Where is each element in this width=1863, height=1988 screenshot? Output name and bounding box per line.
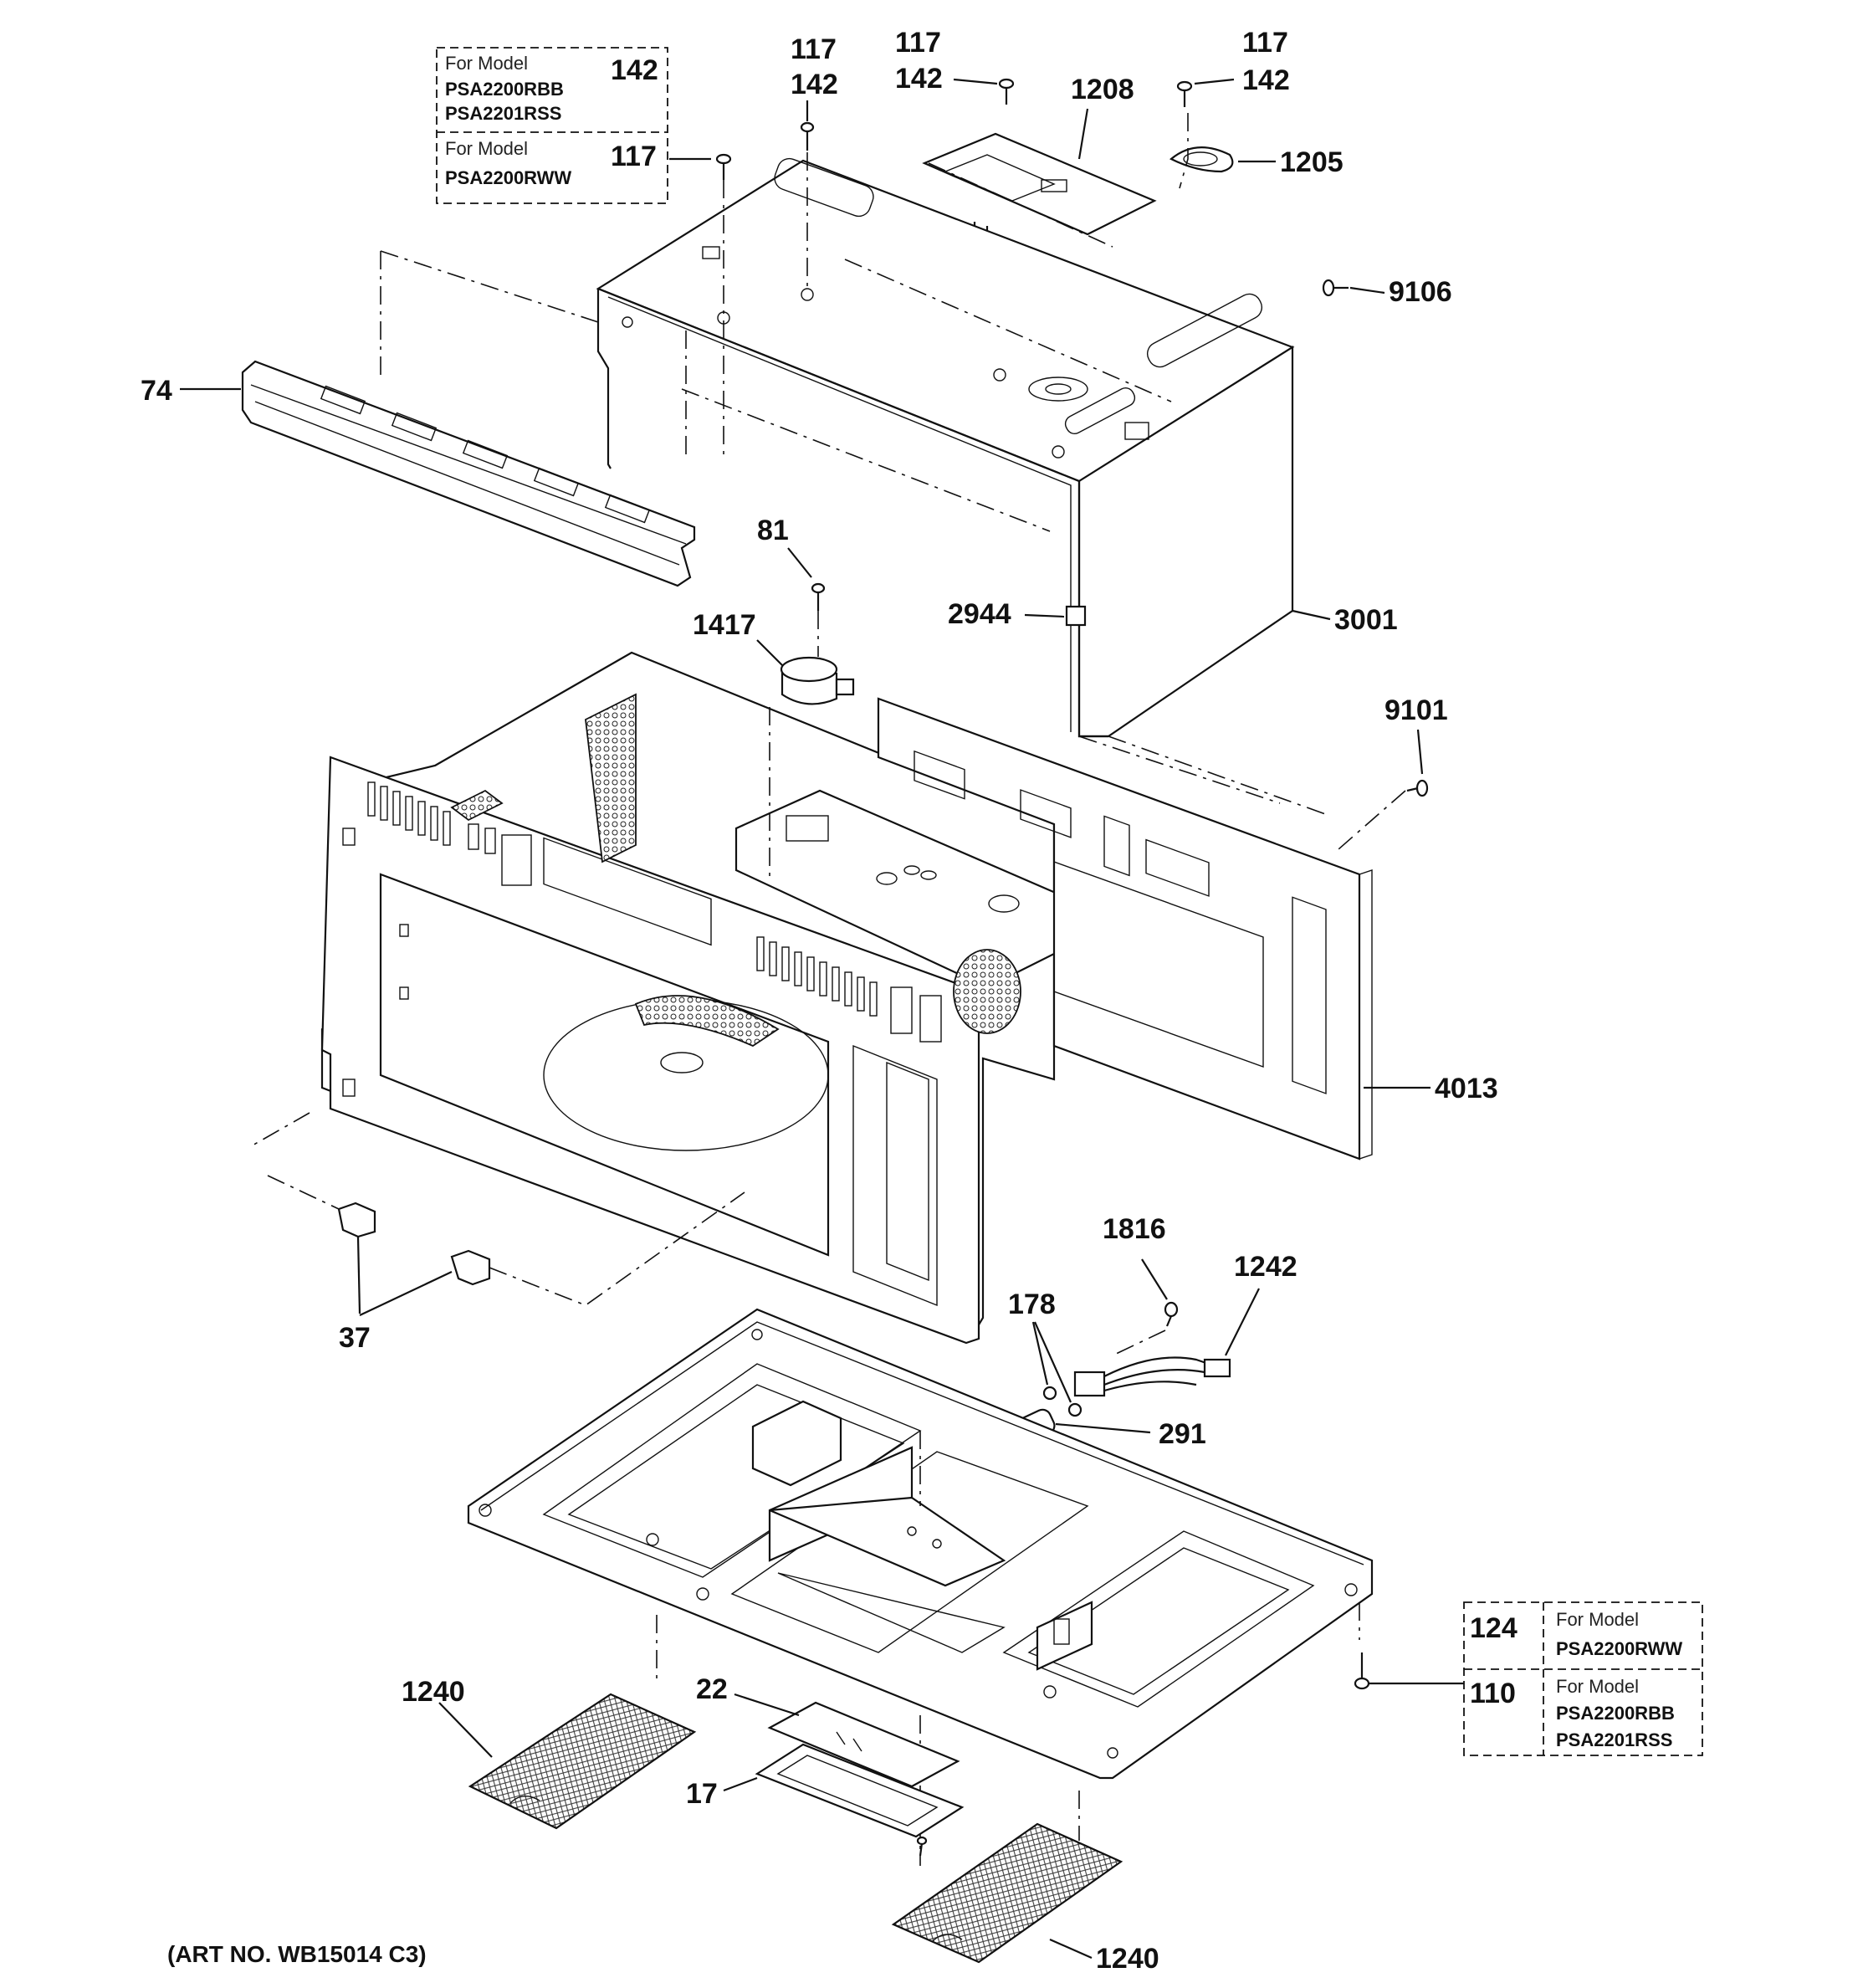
- screw-9106: [1322, 279, 1385, 297]
- screw-1816: [1112, 1258, 1179, 1356]
- callout-1417: 1417: [693, 609, 756, 641]
- model-box-bottom-row2-label: For Model: [1556, 1676, 1639, 1697]
- outer-case-3001: [596, 157, 1331, 738]
- light-lens-22: [734, 1693, 960, 1788]
- callout-1240-a: 1240: [402, 1676, 465, 1708]
- callout-117-a: 117: [791, 33, 837, 65]
- model-box-top: For Model 142 PSA2200RBB PSA2201RSS For …: [436, 47, 711, 204]
- screw-117-142-center: [800, 100, 815, 151]
- model-box-top-row1-model-2: PSA2201RSS: [445, 103, 561, 124]
- grease-filter-1240-left: [438, 1693, 697, 1830]
- callout-4013: 4013: [1435, 1073, 1498, 1104]
- model-box-bottom: 124 For Model PSA2200RWW 110 For Model P…: [1463, 1601, 1703, 1756]
- callout-1205: 1205: [1280, 146, 1344, 178]
- callout-22: 22: [696, 1673, 728, 1705]
- art-number: (ART NO. WB15014 C3): [167, 1941, 427, 1967]
- callout-3001: 3001: [1334, 604, 1398, 636]
- lens-frame-17: [723, 1743, 965, 1857]
- fan-motor-1417: [756, 639, 855, 705]
- screw-117-142-mid-right: [953, 78, 1015, 105]
- screw-110-124: [1354, 1652, 1464, 1690]
- screw-9101: [1338, 729, 1429, 850]
- callout-142-a: 142: [791, 69, 838, 100]
- model-box-bottom-row1-part: 124: [1470, 1612, 1518, 1644]
- bottom-plate: [467, 1308, 1374, 1780]
- screw-81: [787, 547, 826, 657]
- callout-81: 81: [757, 515, 789, 546]
- model-box-bottom-row1-label: For Model: [1556, 1609, 1639, 1630]
- screw-117-142-left: [715, 153, 732, 180]
- model-box-bottom-row2-model-2: PSA2201RSS: [1556, 1729, 1672, 1750]
- callout-1240-b: 1240: [1096, 1943, 1159, 1975]
- callout-74: 74: [141, 375, 172, 407]
- model-box-bottom-row2-part: 110: [1470, 1678, 1516, 1709]
- wire-harness-1242: [1073, 1288, 1260, 1397]
- model-box-bottom-row2-model-1: PSA2200RBB: [1556, 1703, 1675, 1724]
- callout-142-b: 142: [895, 63, 943, 95]
- grease-filter-1240-right: [891, 1822, 1123, 1964]
- callout-178: 178: [1008, 1289, 1056, 1320]
- vent-grille-74: [180, 360, 696, 587]
- callout-9106: 9106: [1389, 276, 1452, 308]
- model-box-top-row1-part: 142: [611, 54, 658, 86]
- callout-37: 37: [339, 1322, 371, 1354]
- nuts-178: [1031, 1321, 1082, 1417]
- callout-291: 291: [1159, 1418, 1206, 1450]
- callout-117-b: 117: [895, 27, 941, 59]
- part-1205: [1169, 146, 1276, 173]
- clip-2944: [1024, 605, 1087, 627]
- model-box-bottom-row1-model-1: PSA2200RWW: [1556, 1638, 1682, 1659]
- model-box-top-row1-label: For Model: [445, 53, 528, 74]
- callout-17: 17: [686, 1778, 718, 1810]
- callout-117-c: 117: [1242, 27, 1288, 59]
- model-box-top-row1-model-1: PSA2200RBB: [445, 79, 564, 100]
- oven-cavity-chassis: [320, 651, 1072, 1345]
- foot-37-left: [337, 1202, 376, 1314]
- callout-9101: 9101: [1384, 694, 1448, 726]
- model-box-top-row2-label: For Model: [445, 138, 528, 159]
- callout-1242: 1242: [1234, 1251, 1297, 1283]
- callout-142-c: 142: [1242, 64, 1290, 96]
- callout-1816: 1816: [1103, 1213, 1166, 1245]
- callout-2944: 2944: [948, 598, 1011, 630]
- foot-37-right: [359, 1249, 491, 1316]
- callout-1208: 1208: [1071, 74, 1134, 105]
- screw-117-142-right: [1176, 78, 1235, 107]
- model-box-top-row2-model-1: PSA2200RWW: [445, 167, 571, 188]
- model-box-top-row2-part: 117: [611, 141, 657, 172]
- back-panel-4013: [877, 697, 1431, 1161]
